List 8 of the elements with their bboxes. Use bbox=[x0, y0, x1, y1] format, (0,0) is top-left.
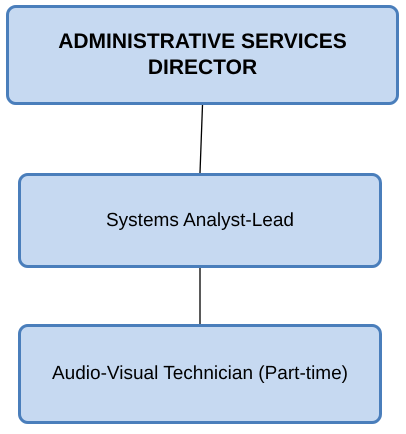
connector-line bbox=[199, 268, 201, 324]
role-label: Systems Analyst-Lead bbox=[105, 208, 295, 232]
org-box bbox=[18, 173, 382, 268]
role-title: ADMINISTRATIVE SERVICES DIRECTOR bbox=[57, 28, 348, 81]
role-label: Audio-Visual Technician (Part-time) bbox=[50, 362, 350, 386]
org-box bbox=[6, 5, 399, 105]
org-box bbox=[18, 324, 382, 424]
connector-line bbox=[199, 104, 204, 174]
